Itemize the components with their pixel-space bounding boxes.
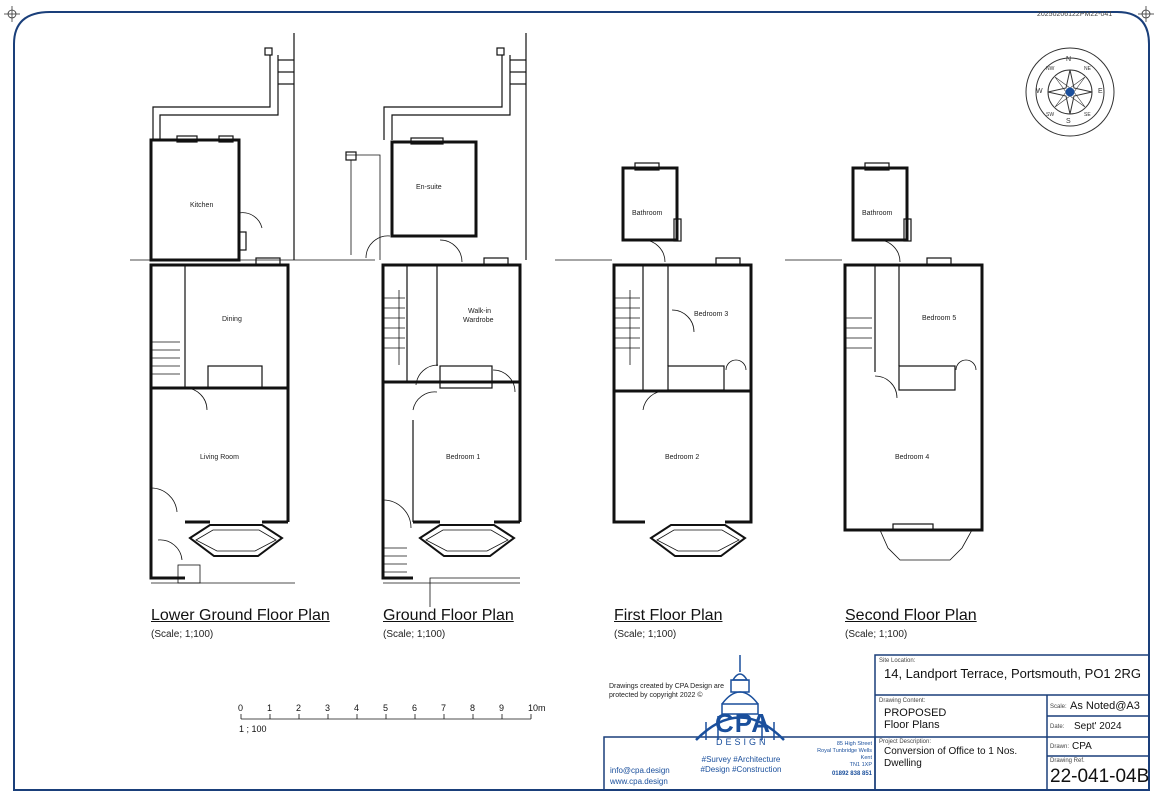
plan-title: First Floor Plan	[614, 607, 723, 624]
project-description-line-2: Dwelling	[884, 758, 922, 769]
scale-tick-label: 9	[499, 703, 505, 713]
drawing-ref-value: 22-041-04B	[1050, 766, 1150, 787]
room-label: Bedroom 1	[446, 454, 481, 461]
drawn-label: Drawn:	[1050, 744, 1070, 750]
room-label: Bedroom 3	[694, 311, 729, 318]
room-label: Bedroom 4	[895, 454, 930, 461]
plan-title: Lower Ground Floor Plan	[151, 607, 330, 624]
registration-mark-left	[4, 6, 20, 22]
plan-scale: (Scale; 1;100)	[845, 629, 908, 640]
drawing-content-line-2: Floor Plans	[884, 719, 940, 731]
room-label: Walk-in	[468, 308, 492, 315]
scale-tick-label: 10m	[528, 703, 546, 713]
company-website[interactable]: www.cpa.design	[610, 777, 668, 786]
registration-mark-right	[1138, 6, 1154, 22]
company-tagline-1: #Survey #Architecture	[701, 755, 781, 764]
scale-bar	[240, 714, 532, 720]
compass-letter-w: W	[1036, 88, 1043, 95]
scale-tick-label: 4	[354, 703, 360, 713]
drawn-value: CPA	[1072, 741, 1092, 752]
company-address-line: Royal Tunbridge Wells	[817, 748, 872, 754]
scale-ratio: 1 ; 100	[239, 724, 267, 734]
date-value: Sept' 2024	[1074, 721, 1122, 732]
room-label: Wardrobe	[463, 317, 494, 324]
drawing-ref-label: Drawing Ref.	[1050, 758, 1085, 764]
compass-letter-sw: SW	[1046, 112, 1055, 118]
plan-scale: (Scale; 1;100)	[614, 629, 677, 640]
plan-scale: (Scale; 1;100)	[151, 629, 214, 640]
project-description-line-1: Conversion of Office to 1 Nos.	[884, 746, 1018, 757]
room-label: Living Room	[200, 454, 239, 461]
lower-ground-floor-plan	[130, 33, 320, 584]
plan-title: Ground Floor Plan	[383, 607, 514, 624]
plan-scale: (Scale; 1;100)	[383, 629, 446, 640]
scale-tick-label: 1	[267, 703, 273, 713]
scale-value: As Noted@A3	[1070, 700, 1140, 712]
compass-letter-s: S	[1066, 118, 1071, 125]
copyright-note: Drawings created by CPA Design are prote…	[609, 683, 725, 699]
room-label: En-suite	[416, 184, 442, 191]
scale-tick-label: 8	[470, 703, 476, 713]
company-phone: 01892 838 851	[831, 771, 872, 777]
scale-tick-label: 2	[296, 703, 302, 713]
compass-rose	[1025, 47, 1115, 137]
room-label: Dining	[222, 316, 242, 323]
scale-tick-label: 3	[325, 703, 331, 713]
room-label: Bedroom 5	[922, 315, 957, 322]
scale-tick-label: 7	[441, 703, 447, 713]
cpa-logo-text: CPA	[715, 708, 771, 738]
title-block	[603, 654, 1150, 791]
ground-floor-plan	[320, 33, 527, 607]
site-location: 14, Landport Terrace, Portsmouth, PO1 2R…	[884, 666, 1142, 681]
compass-letter-n: N	[1066, 56, 1072, 63]
project-description-label: Project Description:	[879, 739, 932, 745]
compass-letter-e: E	[1098, 88, 1103, 95]
drawing-content-line-1: PROPOSED	[884, 707, 947, 719]
date-label: Date:	[1050, 724, 1065, 730]
first-floor-plan	[555, 162, 753, 557]
plan-title: Second Floor Plan	[845, 607, 977, 624]
company-address-line: 85 High Street	[836, 741, 872, 747]
company-tagline-2: #Design #Construction	[700, 765, 782, 774]
scale-tick-label: 0	[238, 703, 244, 713]
room-label: Bathroom	[632, 210, 663, 217]
room-label: Kitchen	[190, 202, 214, 209]
cpa-logo-subtitle: DESIGN	[716, 737, 769, 747]
second-floor-plan	[785, 162, 984, 561]
drawing-content-label: Drawing Content:	[879, 698, 926, 704]
cpa-logo-graphic	[695, 655, 785, 741]
room-label: Bedroom 2	[665, 454, 700, 461]
site-location-label: Site Location:	[879, 658, 916, 664]
company-address-line: TN1 1XP	[849, 762, 872, 768]
compass-letter-ne: NE	[1084, 66, 1091, 72]
compass-letter-nw: NW	[1046, 66, 1055, 72]
drawing-reference-code: 20250206122PM22-041	[1037, 11, 1113, 18]
room-label: Bathroom	[862, 210, 893, 217]
scale-tick-label: 6	[412, 703, 418, 713]
company-address-line: Kent	[860, 755, 872, 761]
scale-label: Scale:	[1050, 704, 1067, 710]
company-email[interactable]: info@cpa.design	[610, 766, 670, 775]
compass-letter-se: SE	[1084, 112, 1091, 118]
scale-tick-label: 5	[383, 703, 389, 713]
